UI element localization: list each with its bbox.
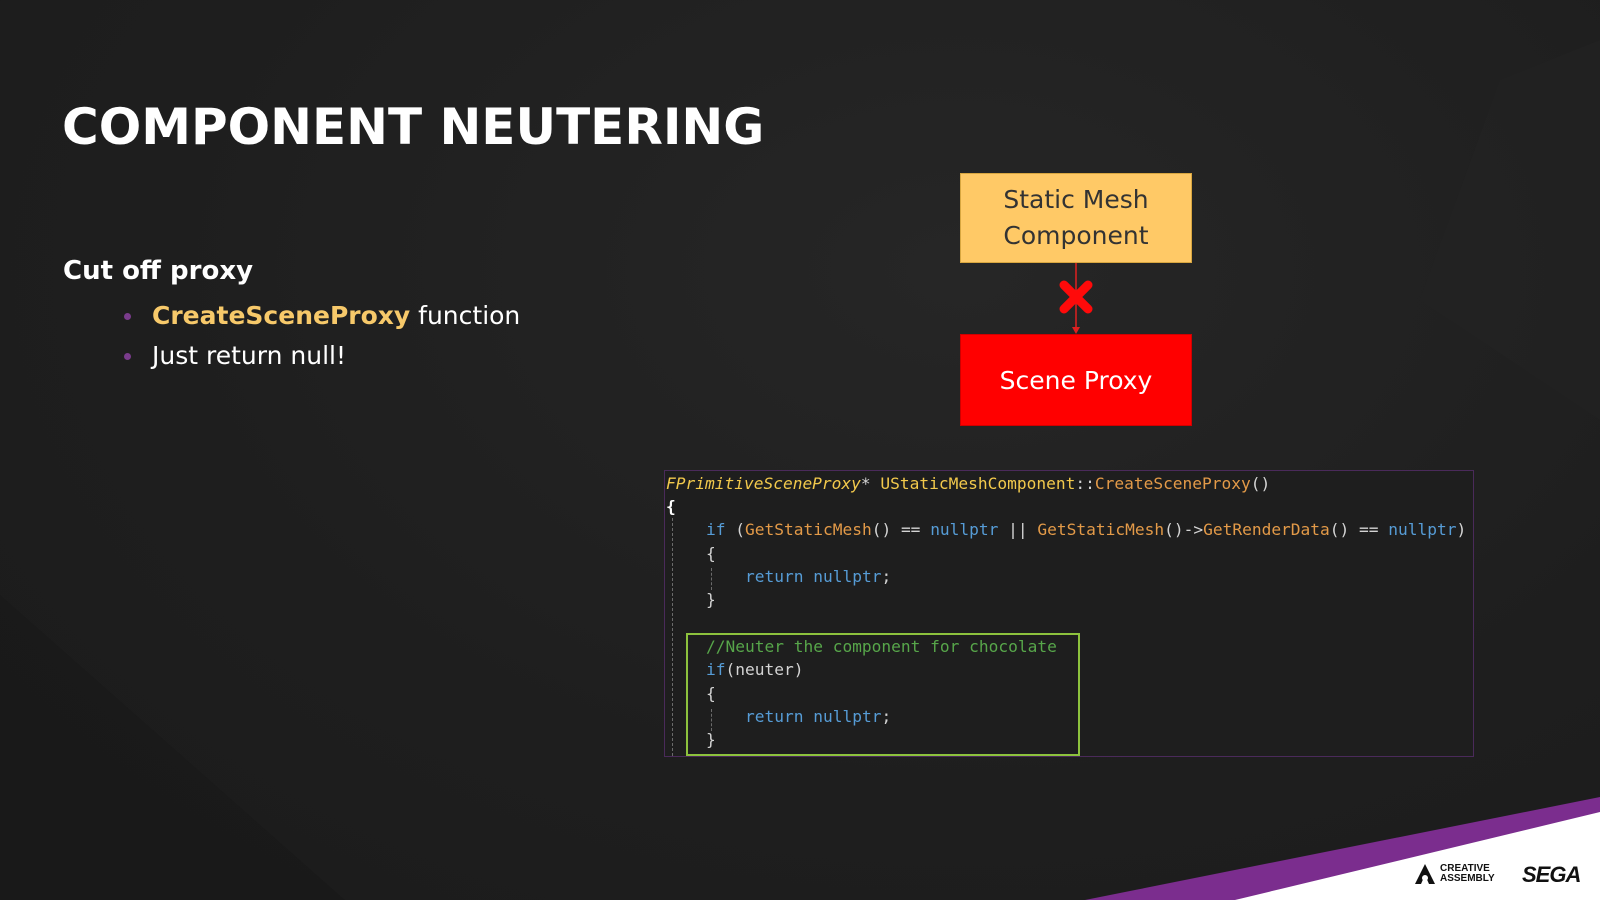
bullet-dot-icon [124,353,131,360]
white-stripe [1235,812,1600,900]
code-signature: FPrimitiveSceneProxy* UStaticMeshCompone… [666,474,1271,493]
sega-logo: SEGA [1522,862,1581,887]
indent-guide [711,568,712,590]
bullet-text: Just return null! [152,341,346,370]
scene-proxy-box: Scene Proxy [960,334,1192,426]
code-neuter-return: return nullptr; [745,707,892,726]
code-if-line: if (GetStaticMesh() == nullptr || GetSta… [706,520,1467,539]
slide-title: COMPONENT NEUTERING [62,98,765,156]
code-inner-close-brace: } [706,590,716,609]
code-return-line: return nullptr; [745,567,892,586]
blocked-connector [1059,263,1093,334]
code-open-brace: { [666,497,676,516]
static-box-line1: Static Mesh [1003,185,1149,214]
bullet-item-return-null: Just return null! [118,338,520,378]
code-inner-open-brace: { [706,544,716,563]
indent-guide [672,518,673,756]
section-heading: Cut off proxy [63,256,254,286]
bullet-list: CreateSceneProxy function Just return nu… [118,298,520,378]
static-mesh-component-box: Static Mesh Component [960,173,1192,263]
red-x-icon [1059,280,1093,314]
bullet-text: function [410,301,521,330]
arrowhead-icon [1072,327,1080,334]
code-neuter-if: if(neuter) [706,660,804,679]
neuter-highlight-box [686,633,1080,756]
bullet-item-create-scene-proxy: CreateSceneProxy function [118,298,520,338]
creative-assembly-logo: CREATIVE ASSEMBLY [1414,863,1495,885]
static-box-line2: Component [1003,221,1149,250]
bullet-highlight: CreateSceneProxy [152,301,411,330]
logo-assembly-text: ASSEMBLY [1440,873,1495,884]
code-panel [664,470,1474,757]
logo-creative-text: CREATIVE [1440,863,1490,874]
indent-guide [711,709,712,731]
code-neuter-open-brace: { [706,684,716,703]
code-neuter-close-brace: } [706,730,716,749]
code-comment: //Neuter the component for chocolate [706,637,1057,656]
creative-assembly-icon [1415,864,1435,884]
bullet-dot-icon [124,313,131,320]
